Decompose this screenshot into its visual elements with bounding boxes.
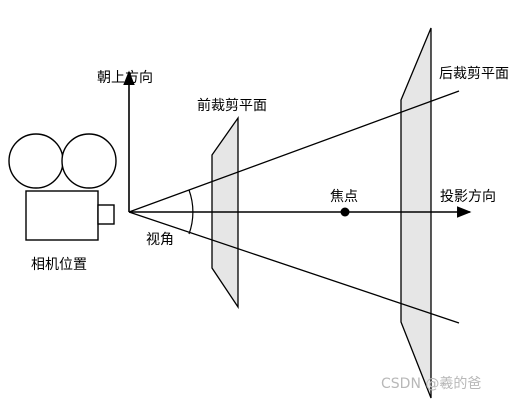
focus-label: 焦点 xyxy=(330,189,358,205)
camera-position-label: 相机位置 xyxy=(31,257,87,273)
far-clip-plane-label: 后裁剪平面 xyxy=(439,66,509,82)
view-angle-label: 视角 xyxy=(146,232,174,248)
focus-point xyxy=(340,207,350,217)
near-clip-plane-label: 前裁剪平面 xyxy=(197,97,267,114)
view-angle-arc xyxy=(188,189,194,235)
camera-icon xyxy=(8,133,117,241)
up-direction-label: 朝上方向 xyxy=(97,70,153,86)
far-clip-plane xyxy=(400,27,432,399)
watermark: CSDN @羲的爸 xyxy=(381,376,481,392)
projection-direction-label: 投影方向 xyxy=(440,189,496,205)
frustum-bottom-edge xyxy=(128,211,460,324)
frustum-top-edge xyxy=(128,90,460,213)
